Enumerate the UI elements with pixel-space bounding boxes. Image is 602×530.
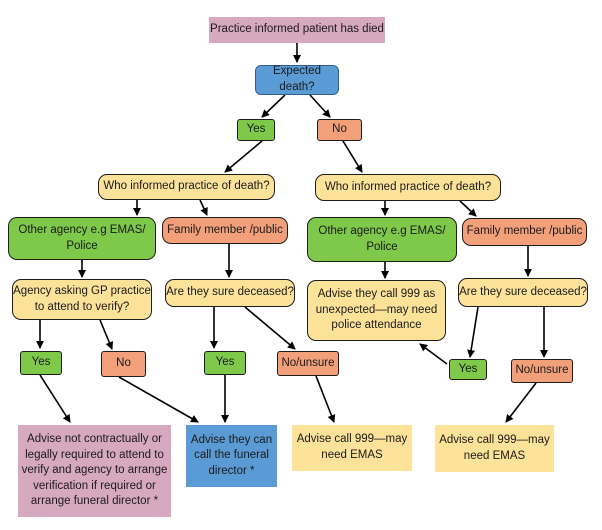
family-member-left: Family member /public (162, 217, 288, 244)
advise-999-emas-right: Advise call 999—may need EMAS (435, 425, 554, 472)
yes-label-top: Yes (237, 119, 275, 141)
arrow-yes-right-advise-police (419, 343, 448, 365)
other-agency-right: Other agency e.g EMAS/ Police (307, 217, 457, 262)
arrow-sure-left-no (244, 306, 296, 350)
no-label-top: No (317, 119, 362, 141)
arrow-agency-no (99, 319, 114, 350)
yes-label-agency: Yes (20, 351, 62, 375)
family-member-right: Family member /public (462, 218, 587, 246)
advise-999-emas-left: Advise call 999—may need EMAS (292, 425, 412, 471)
advise-funeral-director: Advise they can call the funeral directo… (186, 425, 277, 487)
no-unsure-label-left: No/unsure (277, 351, 339, 376)
yes-label-sure-right: Yes (449, 359, 487, 380)
advise-999-police: Advise they call 999 as unexpected—may n… (307, 280, 446, 341)
expected-death-decision: Expected death? (255, 65, 339, 95)
agency-asking-decision: Agency asking GP practice to attend to v… (12, 279, 152, 320)
no-label-agency: No (101, 351, 146, 377)
other-agency-left: Other agency e.g EMAS/ Police (8, 217, 156, 260)
arrow-who-left-family (199, 199, 208, 216)
who-informed-right: Who informed practice of death? (315, 174, 501, 201)
arrow-yes-agency-not-contract (39, 374, 71, 423)
arrow-sure-right-yes (467, 306, 479, 358)
arrow-expected-yes (261, 94, 286, 118)
arrow-expected-no (309, 94, 331, 118)
arrow-no-right-emas (505, 382, 537, 423)
who-informed-left: Who informed practice of death? (98, 174, 275, 200)
start-node: Practice informed patient has died (209, 17, 385, 43)
arrow-no-left-emas (315, 375, 336, 423)
arrow-yes-who-left (224, 140, 263, 173)
yes-label-sure-left: Yes (204, 351, 246, 375)
arrow-who-right-family (459, 200, 477, 217)
advise-not-contractually: Advise not contractually or legally requ… (18, 425, 171, 517)
sure-deceased-right: Are they sure deceased? (458, 278, 588, 307)
sure-deceased-left: Are they sure deceased? (165, 279, 295, 307)
arrow-no-who-right (342, 140, 363, 173)
no-unsure-label-right: No/unsure (511, 359, 573, 383)
arrow-no-agency-funeral (118, 376, 199, 423)
